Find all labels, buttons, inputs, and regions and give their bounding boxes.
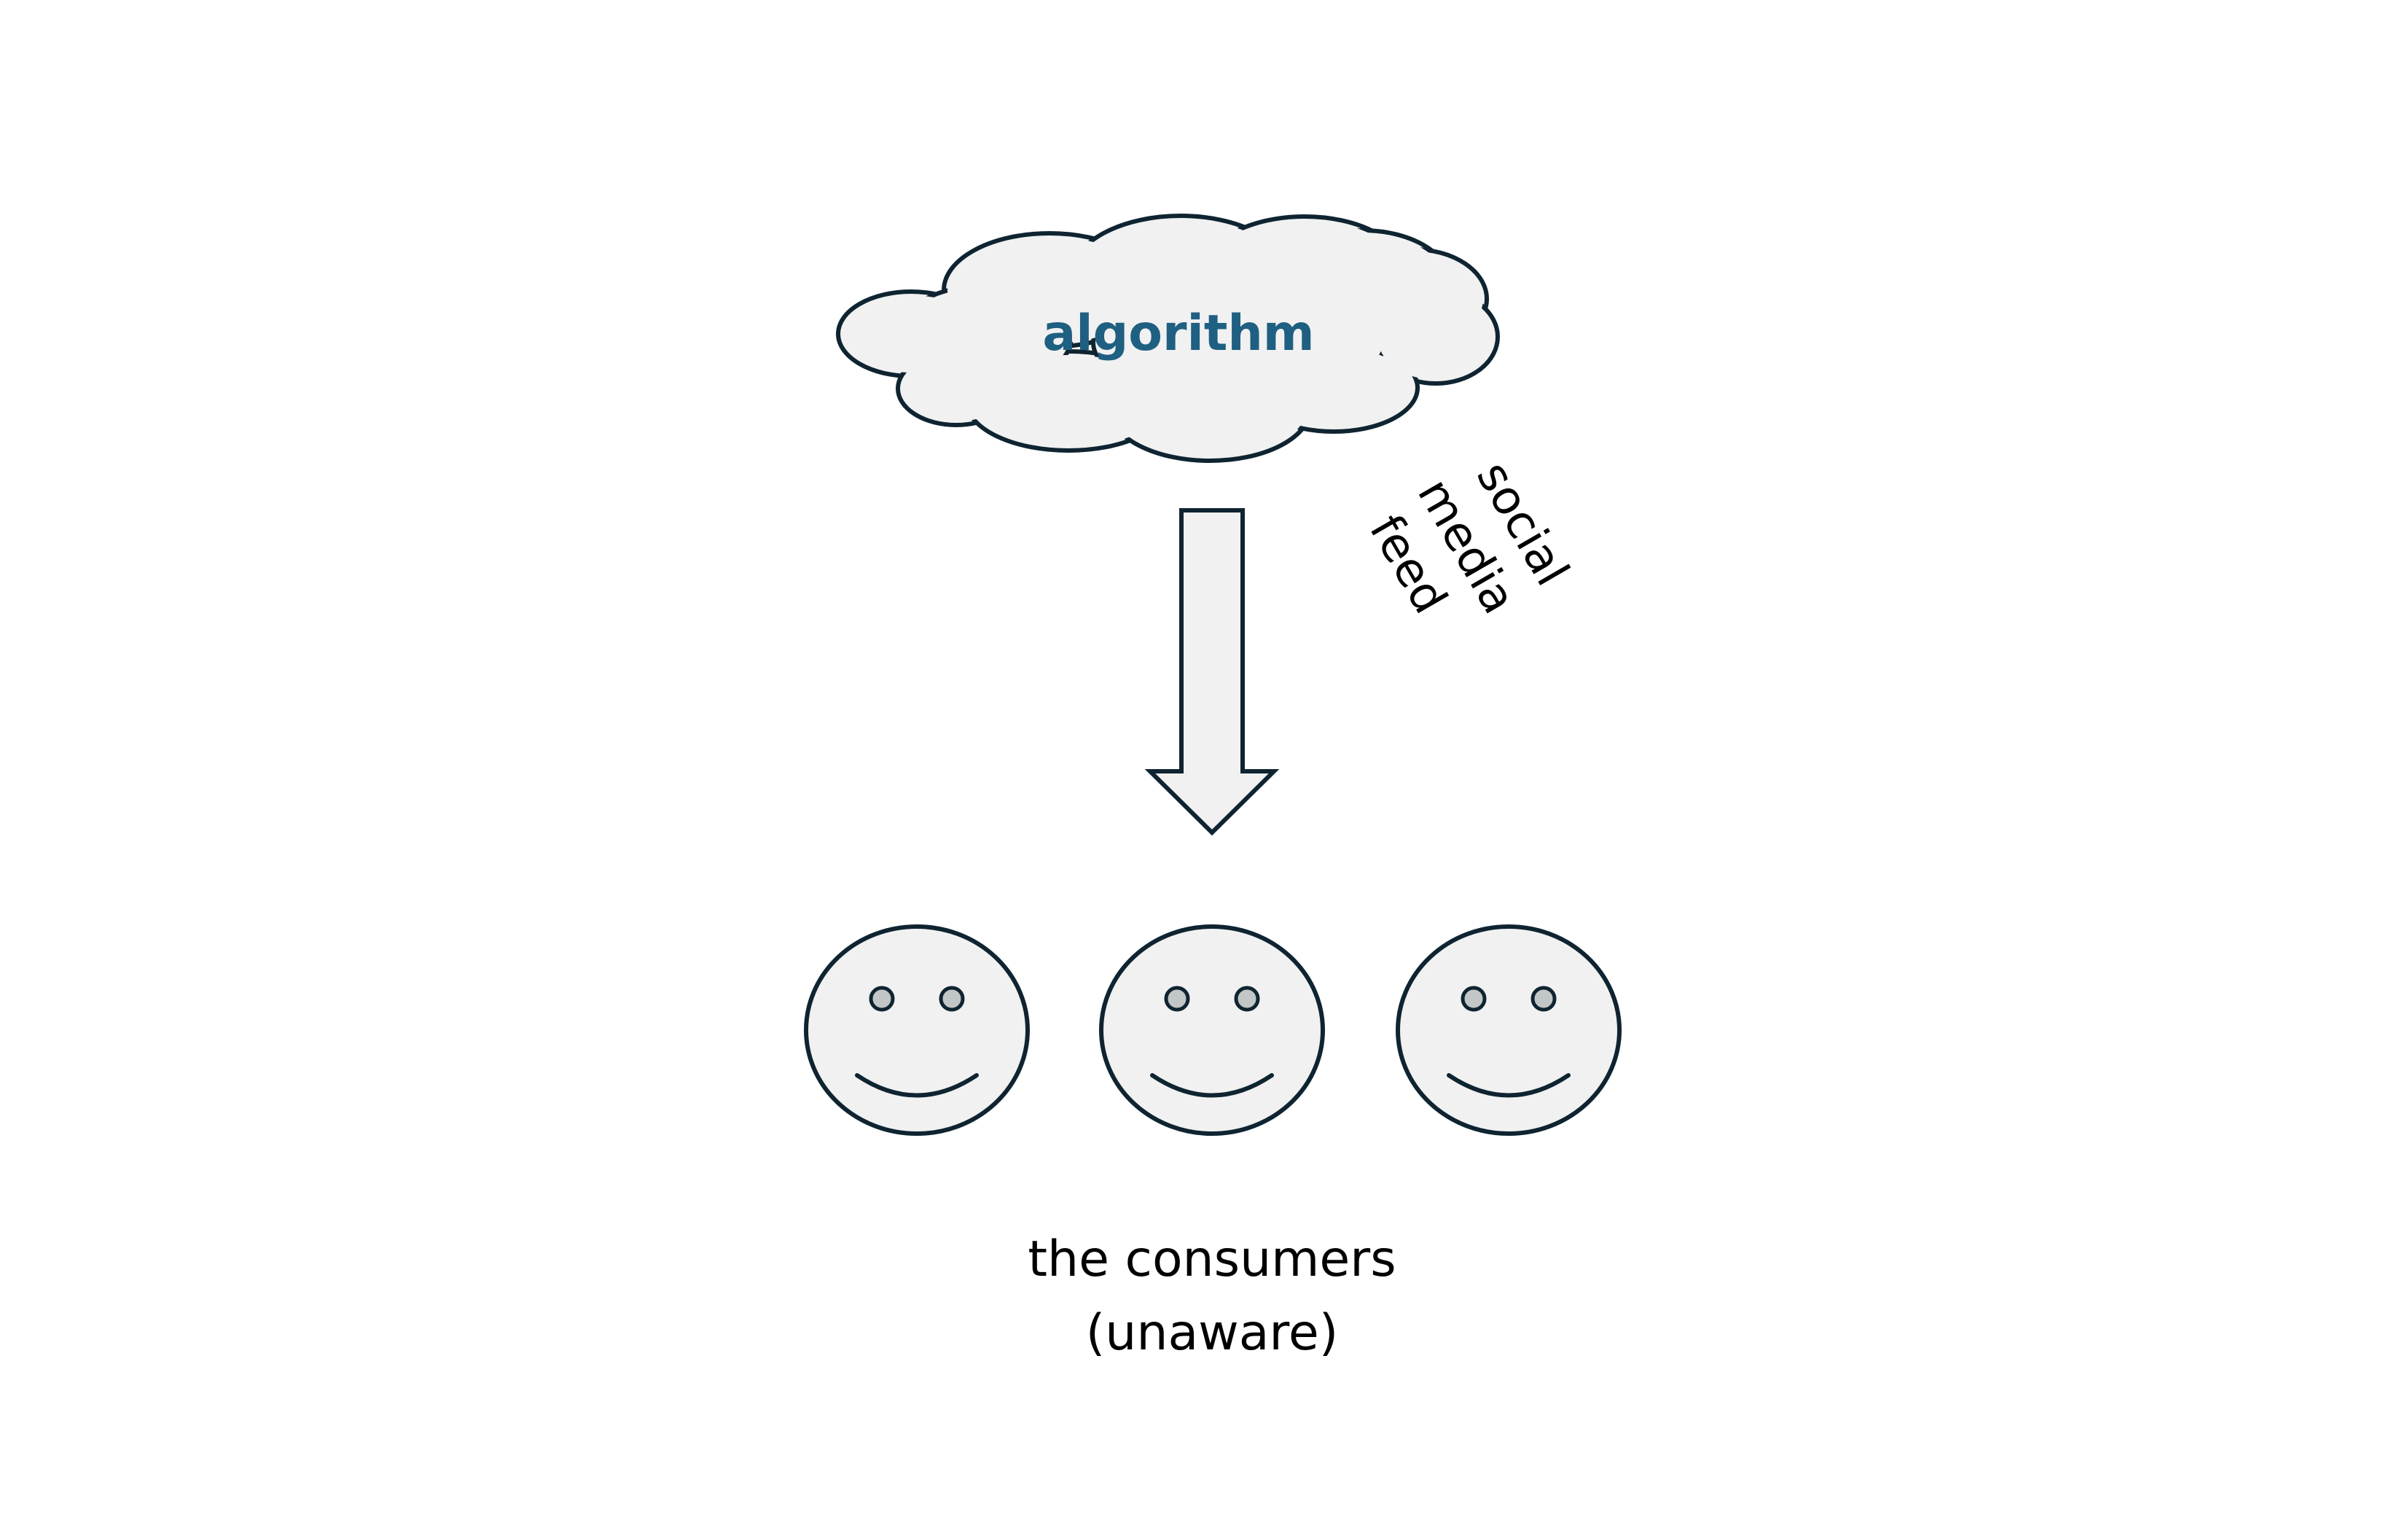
caption-line-2: (unaware) bbox=[1086, 1304, 1339, 1362]
face-mouth bbox=[855, 1073, 979, 1098]
cloud-lobe-fill bbox=[1097, 288, 1381, 397]
face-mouth bbox=[1150, 1073, 1274, 1098]
face-head bbox=[1099, 924, 1325, 1136]
down-arrow bbox=[1144, 508, 1280, 836]
cloud-shape: algorithm bbox=[836, 214, 1500, 463]
consumer-faces bbox=[804, 924, 1622, 1136]
consumer-caption: the consumers (unaware) bbox=[1028, 1231, 1396, 1362]
smiley-face-icon bbox=[1396, 924, 1622, 1136]
face-head bbox=[804, 924, 1030, 1136]
face-eye bbox=[939, 986, 965, 1012]
face-eye bbox=[869, 986, 895, 1012]
cloud-lobe-fill bbox=[1377, 294, 1494, 380]
cloud-lobe-fill bbox=[900, 289, 1068, 384]
smiley-face-icon bbox=[1099, 924, 1325, 1136]
face-eye bbox=[1164, 986, 1190, 1012]
face-eye bbox=[1234, 986, 1260, 1012]
face-eye bbox=[1461, 986, 1487, 1012]
arrow-label: social media feed bbox=[1359, 453, 1579, 623]
cloud-lobes bbox=[836, 214, 1500, 463]
down-arrow-shape bbox=[1144, 508, 1280, 836]
caption-line-1: the consumers bbox=[1028, 1231, 1396, 1288]
cloud-label: algorithm bbox=[1042, 305, 1314, 362]
face-eye bbox=[1531, 986, 1557, 1012]
face-mouth bbox=[1447, 1073, 1571, 1098]
face-head bbox=[1396, 924, 1622, 1136]
smiley-face-icon bbox=[804, 924, 1030, 1136]
